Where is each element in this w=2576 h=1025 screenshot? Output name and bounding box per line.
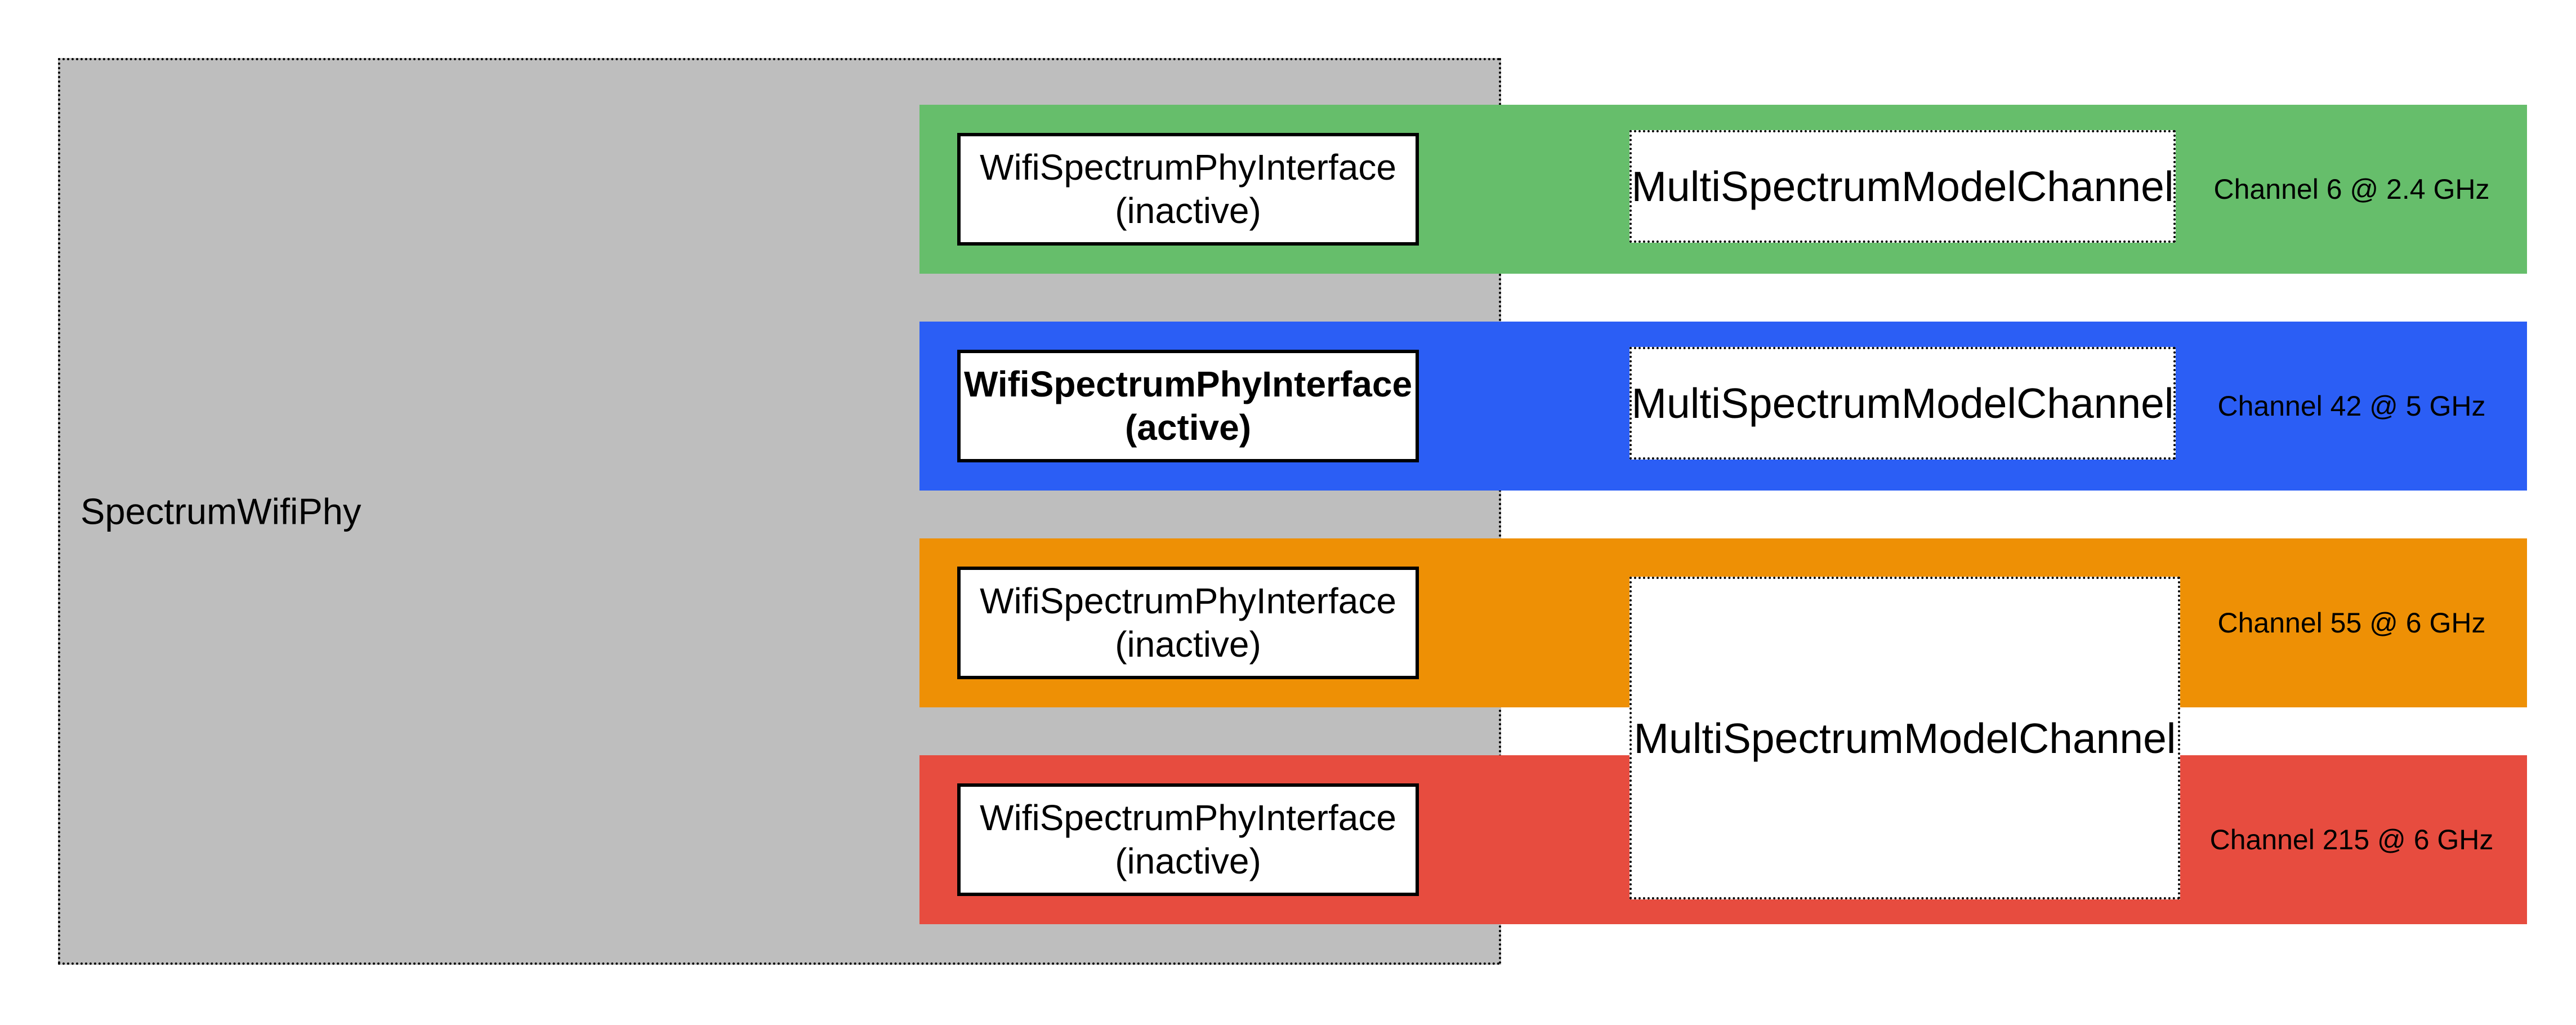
interface-name-line: WifiSpectrumPhyInterface [980,581,1396,621]
channel-label-channel-6: Channel 6 @ 2.4 GHz [2213,173,2490,205]
interface-state-line: (active) [1124,407,1252,448]
interface-name-line: WifiSpectrumPhyInterface [963,364,1413,404]
interface-state-line: (inactive) [1115,190,1261,231]
wifi-spectrum-phy-interface-box-channel-215: WifiSpectrumPhyInterface (inactive) [957,783,1419,896]
interface-state-line: (inactive) [1115,841,1261,881]
multi-spectrum-model-channel-box-channel-6: MultiSpectrumModelChannel [1629,130,2176,243]
channel-label-channel-42: Channel 42 @ 5 GHz [2217,390,2486,422]
multi-spectrum-model-channel-box-channel-42: MultiSpectrumModelChannel [1629,347,2176,460]
interface-state-line: (inactive) [1115,624,1261,665]
interface-name-line: WifiSpectrumPhyInterface [980,147,1396,188]
spectrum-wifi-phy-label: SpectrumWifiPhy [81,491,361,532]
wifi-spectrum-phy-interface-box-channel-6: WifiSpectrumPhyInterface (inactive) [957,133,1419,246]
wifi-spectrum-phy-interface-box-channel-55: WifiSpectrumPhyInterface (inactive) [957,567,1419,679]
wifi-spectrum-phy-interface-box-channel-42: WifiSpectrumPhyInterface (active) [957,350,1419,462]
channel-label-channel-215: Channel 215 @ 6 GHz [2209,824,2494,855]
channel-label-channel-55: Channel 55 @ 6 GHz [2217,607,2486,639]
band-channel-42: WifiSpectrumPhyInterface (active) MultiS… [919,322,2527,491]
band-channel-6: WifiSpectrumPhyInterface (inactive) Mult… [919,105,2527,274]
interface-name-line: WifiSpectrumPhyInterface [980,797,1396,838]
multi-spectrum-model-channel-box-shared-6ghz: MultiSpectrumModelChannel [1629,577,2180,899]
